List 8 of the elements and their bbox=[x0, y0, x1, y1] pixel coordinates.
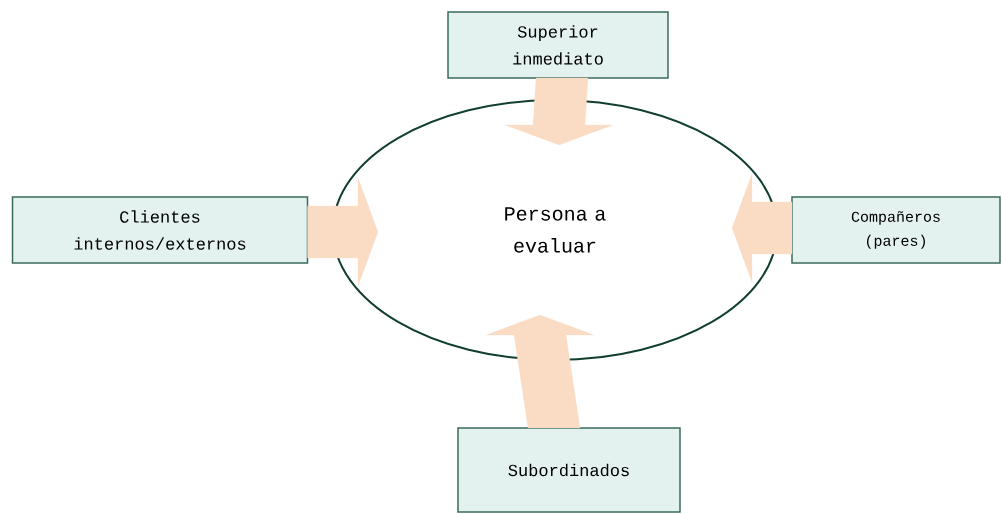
source-box: Clientes internos/externos bbox=[11, 196, 309, 264]
source-box: Superior inmediato bbox=[447, 11, 669, 79]
block-arrow bbox=[504, 77, 614, 146]
block-arrow bbox=[307, 177, 379, 287]
block-arrow bbox=[485, 314, 595, 429]
block-arrow bbox=[731, 173, 793, 283]
source-box: Compañeros (pares) bbox=[791, 196, 1001, 264]
source-box: Subordinados bbox=[457, 427, 681, 513]
